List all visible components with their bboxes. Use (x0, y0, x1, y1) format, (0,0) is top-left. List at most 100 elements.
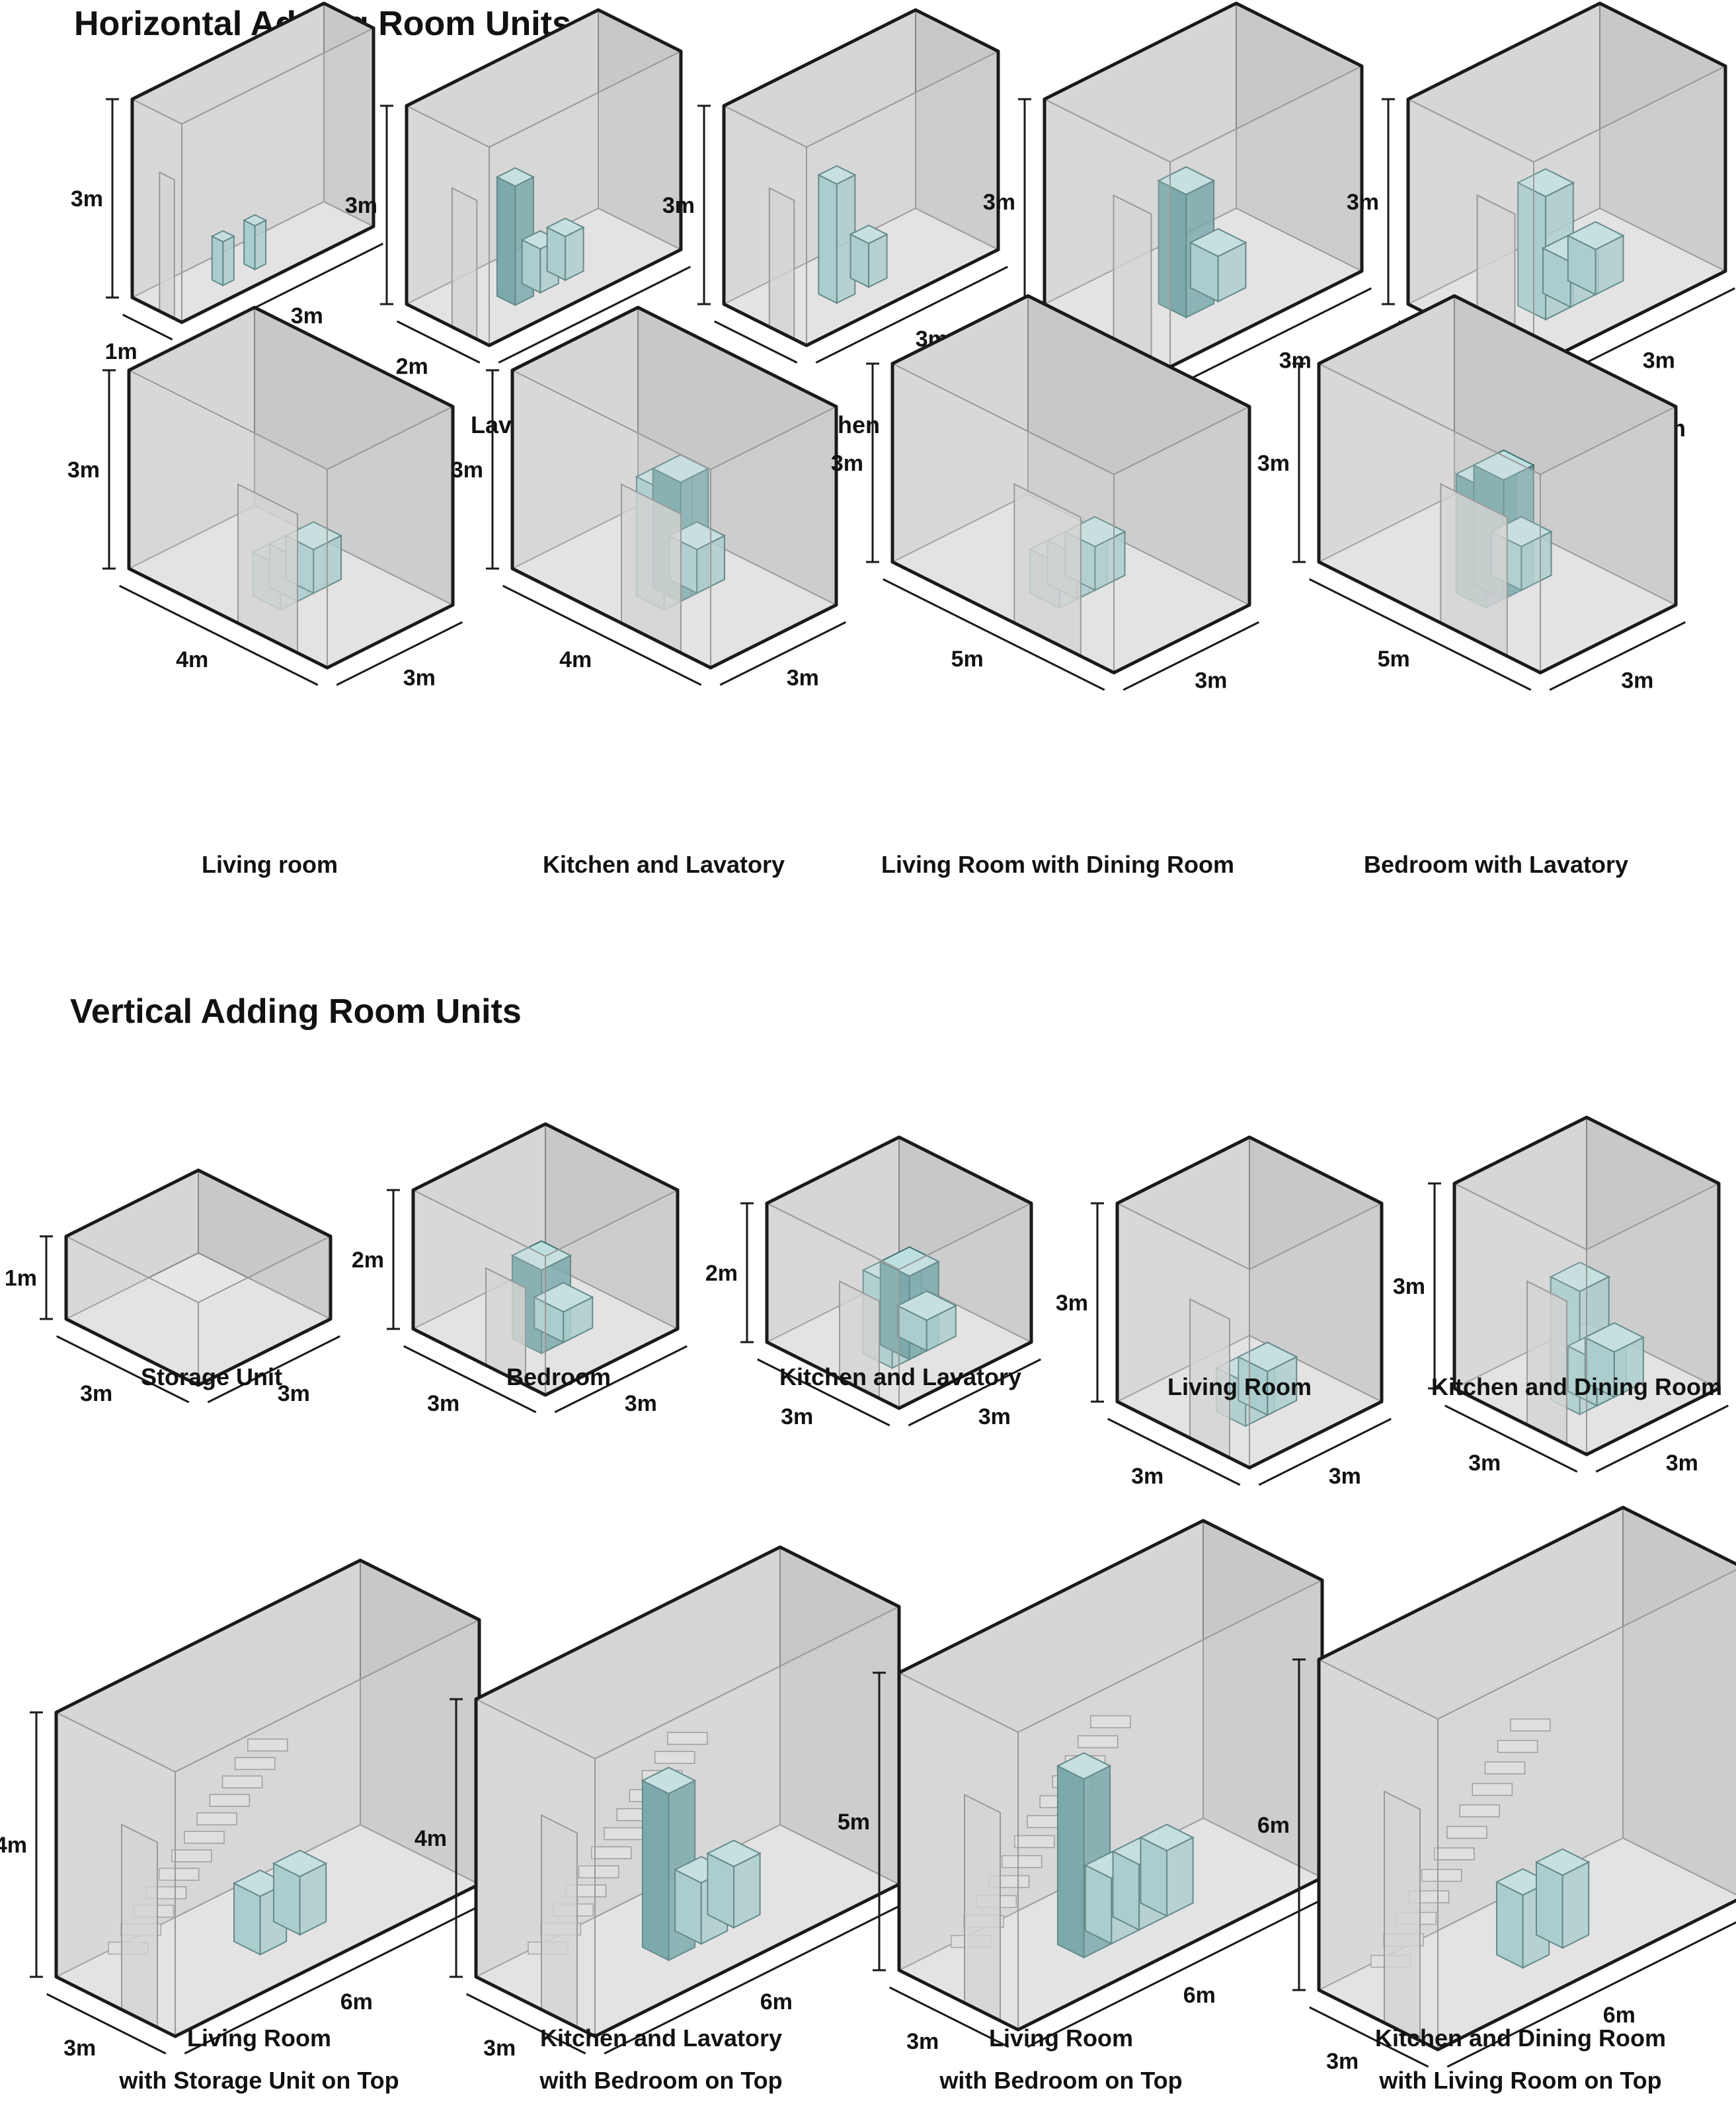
room-furniture (528, 1732, 762, 2029)
depth-dimension-line (1446, 1921, 1736, 2068)
unit-title: Kitchen and Lavatory (779, 1363, 1021, 1390)
depth-label: 3m (1621, 668, 1653, 693)
depth-label: 6m (1183, 1983, 1216, 2008)
table-icon (1139, 1823, 1195, 1852)
room-unit: 2m3m3mKitchen (662, 8, 1008, 438)
room-furniture (1370, 1718, 1591, 2042)
height-label: 4m (414, 1826, 447, 1851)
room-front-wall (898, 1671, 1019, 2031)
height-label: 2m (352, 1248, 384, 1273)
height-label: 3m (662, 193, 695, 218)
unit-title: Living room (202, 851, 338, 878)
depth-label: 3m (403, 666, 436, 691)
depth-label: 6m (340, 1989, 373, 2015)
unit-title: Kitchen and Lavatory (543, 851, 785, 878)
width-label: 3m (63, 2036, 96, 2061)
width-dimension-line (1444, 1404, 1578, 1473)
width-dimension-line (1309, 578, 1532, 691)
depth-dimension-line (184, 1900, 489, 2055)
room-front-wall (132, 98, 182, 324)
stairs-icon (667, 1732, 708, 1745)
room-back-wall (1622, 1506, 1736, 1896)
fridge-icon (1549, 1261, 1610, 1293)
stairs-icon (196, 1812, 237, 1825)
stairs-icon (1014, 1835, 1055, 1849)
chair-icon (210, 229, 236, 243)
width-label: 3m (1131, 1464, 1164, 1489)
table-icon (1583, 1322, 1645, 1353)
unit-title: Living Room with Dining Room (881, 851, 1234, 878)
stairs-icon (247, 1738, 288, 1752)
room-outline (510, 305, 838, 670)
table-icon (1534, 1848, 1591, 1876)
table-icon (1566, 221, 1625, 251)
height-label: 3m (831, 451, 863, 476)
stairs-icon (1472, 1782, 1513, 1796)
width-dimension-line (757, 1358, 890, 1427)
unit-title: Bedroom with Lavatory (1364, 851, 1628, 878)
depth-dimension-line (336, 621, 463, 686)
depth-dimension-line (1123, 621, 1259, 691)
stairs-icon (1497, 1739, 1538, 1753)
height-label: 4m (0, 1833, 27, 1858)
room-outline (127, 305, 455, 670)
width-label: 1m (105, 339, 138, 364)
height-label: 3m (451, 458, 483, 483)
width-label: 3m (906, 2029, 939, 2054)
room-furniture (1189, 1298, 1298, 1459)
stairs-icon (221, 1775, 263, 1788)
stairs-icon (1434, 1847, 1475, 1860)
vertical-section-title: Vertical Adding Room Units (70, 992, 522, 1031)
room-furniture (485, 1240, 594, 1386)
room-outline (1115, 1135, 1384, 1470)
height-label: 2m (705, 1261, 738, 1286)
depth-dimension-line (1179, 287, 1372, 385)
shower-icon (879, 1246, 940, 1277)
room-outline (64, 1168, 333, 1387)
height-label: 3m (1056, 1291, 1088, 1316)
width-dimension-line (122, 313, 173, 340)
room-outline (411, 1122, 680, 1397)
unit-title: Living Room (187, 2024, 331, 2052)
depth-dimension-line (1027, 1894, 1332, 2048)
wardrobe-icon (510, 1240, 572, 1271)
unit-title: Living Room (989, 2024, 1133, 2052)
room-furniture (1526, 1261, 1645, 1446)
stairs-icon (171, 1849, 212, 1862)
unit-title: Bedroom (506, 1363, 611, 1390)
height-label: 3m (1347, 190, 1379, 215)
counter-icon (849, 224, 888, 245)
wardrobe-icon (1157, 166, 1216, 196)
height-label: 1m (5, 1266, 37, 1291)
stairs-icon (1484, 1761, 1526, 1775)
room-furniture (768, 165, 888, 340)
depth-label: 3m (278, 1381, 310, 1406)
width-dimension-line (502, 584, 702, 686)
room-outline (54, 1558, 481, 2038)
shower-icon (495, 167, 535, 187)
stairs-icon (1446, 1825, 1487, 1839)
table-icon (1237, 1341, 1298, 1373)
room-furniture (1113, 166, 1247, 359)
depth-label: 3m (787, 666, 819, 691)
room-outline (890, 294, 1251, 674)
height-label: 3m (1393, 1274, 1425, 1299)
width-label: 3m (1468, 1451, 1501, 1476)
depth-dimension-line (719, 621, 846, 686)
bed-icon (533, 1281, 594, 1313)
unit-title: Kitchen and Dining Room (1375, 2024, 1666, 2052)
depth-dimension-line (1595, 1404, 1729, 1473)
depth-label: 3m (1195, 668, 1227, 693)
width-dimension-line (403, 1345, 537, 1414)
height-label: 6m (1257, 1813, 1290, 1838)
height-label: 3m (71, 186, 103, 212)
width-label: 3m (427, 1391, 459, 1416)
stairs-icon (591, 1846, 632, 1860)
room-outline (722, 8, 1000, 347)
width-dimension-line (889, 1986, 1009, 2048)
